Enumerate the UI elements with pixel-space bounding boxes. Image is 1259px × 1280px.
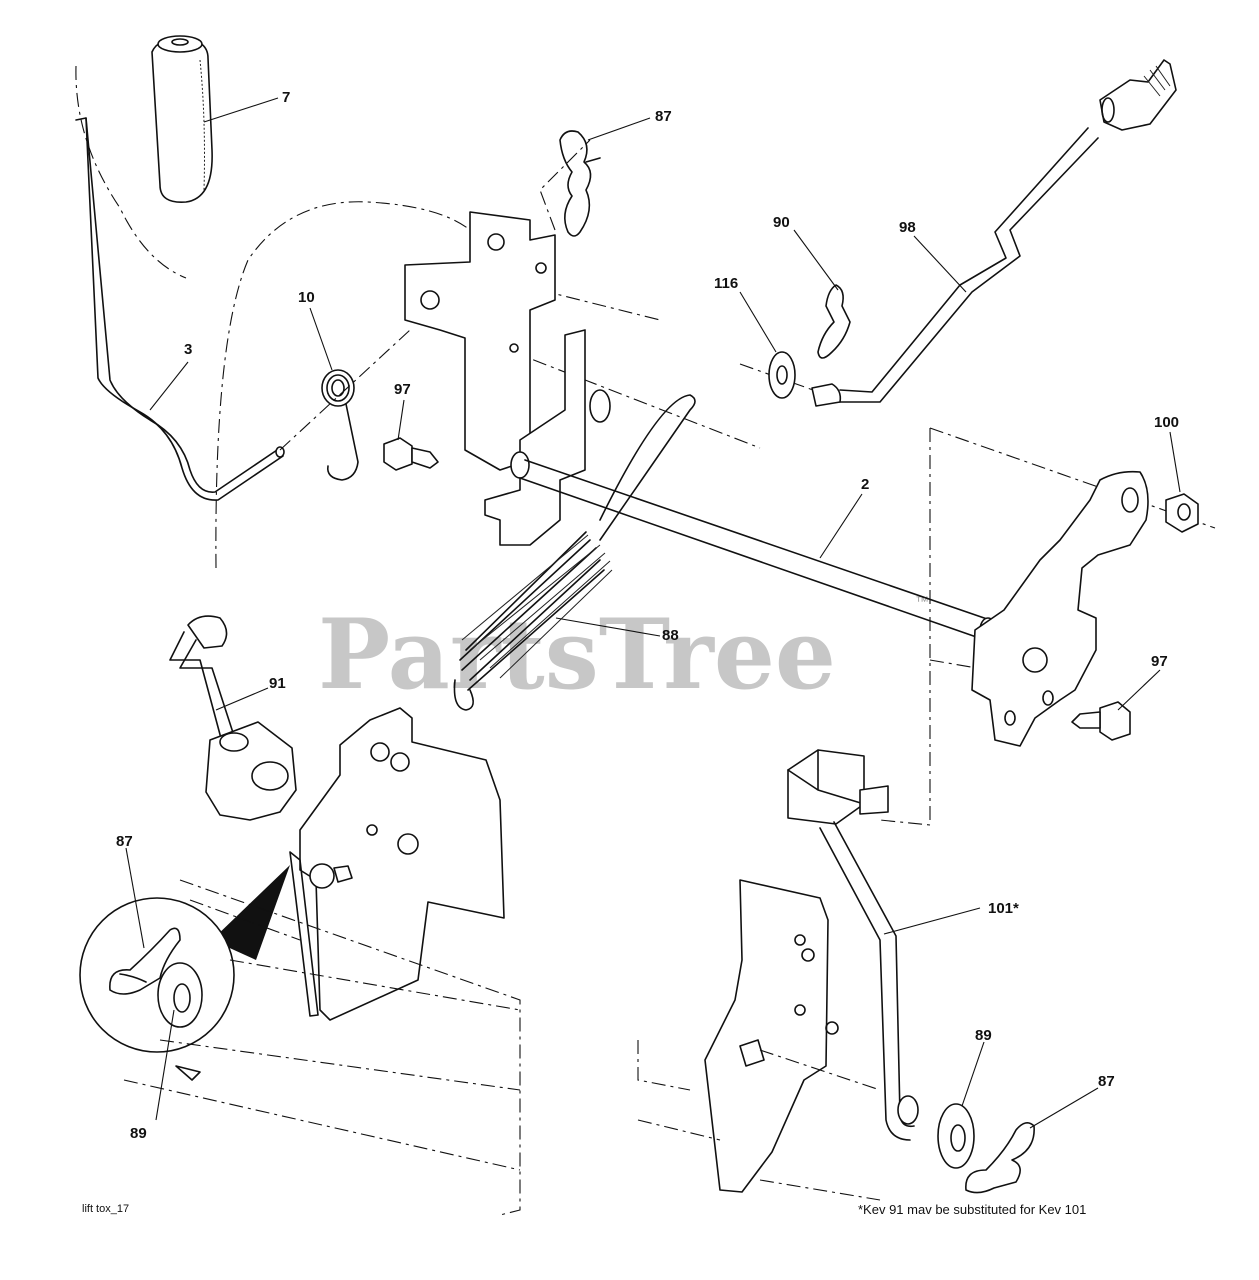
part-87-hairpin-top[interactable] — [559, 130, 601, 237]
part-97-bolt-left[interactable] — [383, 437, 439, 471]
part-101-lift-link[interactable] — [787, 749, 919, 1141]
callout-88: 88 — [662, 627, 679, 644]
part-87-hairpin-right[interactable] — [965, 1122, 1035, 1194]
detail-magnifier-circle — [79, 865, 290, 1053]
callout-91: 91 — [269, 675, 286, 692]
callout-100: 100 — [1154, 414, 1179, 431]
part-7-handle-grip[interactable] — [151, 35, 213, 203]
part-98-adjustment-rod[interactable] — [811, 59, 1177, 407]
callout-89-left: 89 — [130, 1125, 147, 1142]
watermark: PartsTree — [318, 598, 836, 711]
callout-101: 101* — [988, 900, 1019, 917]
part-88-extension-spring[interactable] — [453, 394, 696, 711]
callout-116: 116 — [714, 275, 738, 292]
footer-substitution-note: *Kev 91 mav be substituted for Kev 101 — [858, 1202, 1086, 1217]
callout-97-left: 97 — [394, 381, 411, 398]
part-10-torsion-spring[interactable] — [321, 369, 359, 481]
callout-98: 98 — [899, 219, 916, 236]
left-bracket-plate — [289, 707, 505, 1021]
part-116-washer[interactable] — [768, 351, 796, 399]
upper-mounting-bracket — [404, 211, 556, 471]
callout-90: 90 — [773, 214, 790, 231]
part-2-lift-shaft[interactable] — [519, 459, 1149, 747]
part-90-hairpin[interactable] — [817, 284, 851, 359]
callout-3: 3 — [184, 341, 192, 358]
callout-10: 10 — [298, 289, 315, 306]
part-91-lift-link[interactable] — [169, 615, 297, 821]
part-97-bolt-right[interactable] — [1071, 701, 1131, 741]
callout-97-right: 97 — [1151, 653, 1168, 670]
callout-2: 2 — [861, 476, 869, 493]
right-bracket-plate — [704, 879, 839, 1193]
callout-89-right: 89 — [975, 1027, 992, 1044]
part-89-washer-right[interactable] — [937, 1103, 975, 1169]
callout-7: 7 — [282, 89, 290, 106]
callout-87-top: 87 — [655, 108, 672, 125]
part-3-lift-lever[interactable] — [75, 117, 285, 501]
footer-drawing-id: lift tox_17 — [82, 1203, 129, 1215]
callout-87-right: 87 — [1098, 1073, 1115, 1090]
leader-lines — [125, 97, 1181, 1129]
part-100-nut[interactable] — [1165, 493, 1199, 533]
callout-87-left: 87 — [116, 833, 133, 850]
